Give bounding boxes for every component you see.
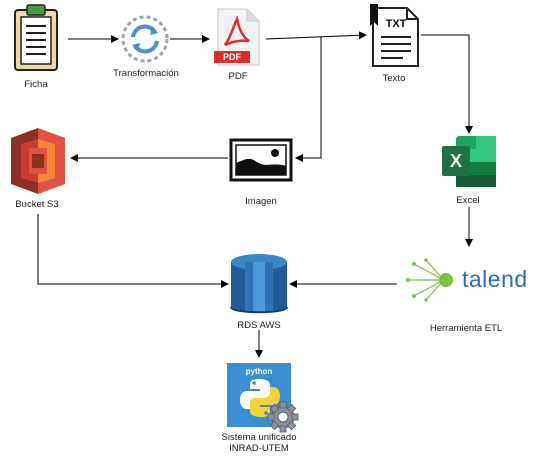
clipboard-icon	[12, 4, 60, 72]
talend-logo-icon: talend	[404, 258, 534, 304]
imagen-label: Imagen	[245, 196, 277, 207]
txt-file-icon: TXT	[367, 4, 421, 68]
excel-label: Excel	[456, 195, 480, 206]
excel-badge: X	[449, 151, 462, 171]
ficha-label: Ficha	[24, 79, 48, 90]
transformacion-label: Transformación	[113, 68, 179, 79]
edge-pdf-imagen	[295, 37, 322, 162]
refresh-cycle-icon	[119, 13, 171, 65]
rds-label: RDS AWS	[237, 320, 281, 331]
sistema-label: Sistema unificado INRAD-UTEM	[212, 432, 306, 454]
s3-bucket-icon	[9, 126, 67, 196]
sistema-label-line1: Sistema unificado	[221, 432, 297, 443]
edge-s3-rds	[37, 214, 229, 288]
pdf-badge: PDF	[223, 52, 241, 62]
python-gear-icon: python	[225, 361, 301, 433]
excel-icon: X	[440, 134, 498, 189]
sistema-label-line2: INRAD-UTEM	[229, 443, 289, 454]
python-wordmark: python	[245, 367, 273, 376]
pdf-label: PDF	[228, 71, 248, 82]
talend-wordmark: talend	[462, 266, 528, 292]
edge-pdf-texto	[265, 31, 367, 40]
edge-texto-excel	[421, 34, 473, 134]
pdf-file-icon: PDF	[213, 7, 263, 67]
database-icon	[229, 252, 289, 317]
image-icon	[229, 138, 293, 182]
texto-label: Texto	[382, 73, 406, 84]
talend-label: Herramienta ETL	[429, 323, 503, 334]
s3-label: Bucket S3	[15, 199, 59, 210]
txt-badge: TXT	[385, 18, 407, 30]
